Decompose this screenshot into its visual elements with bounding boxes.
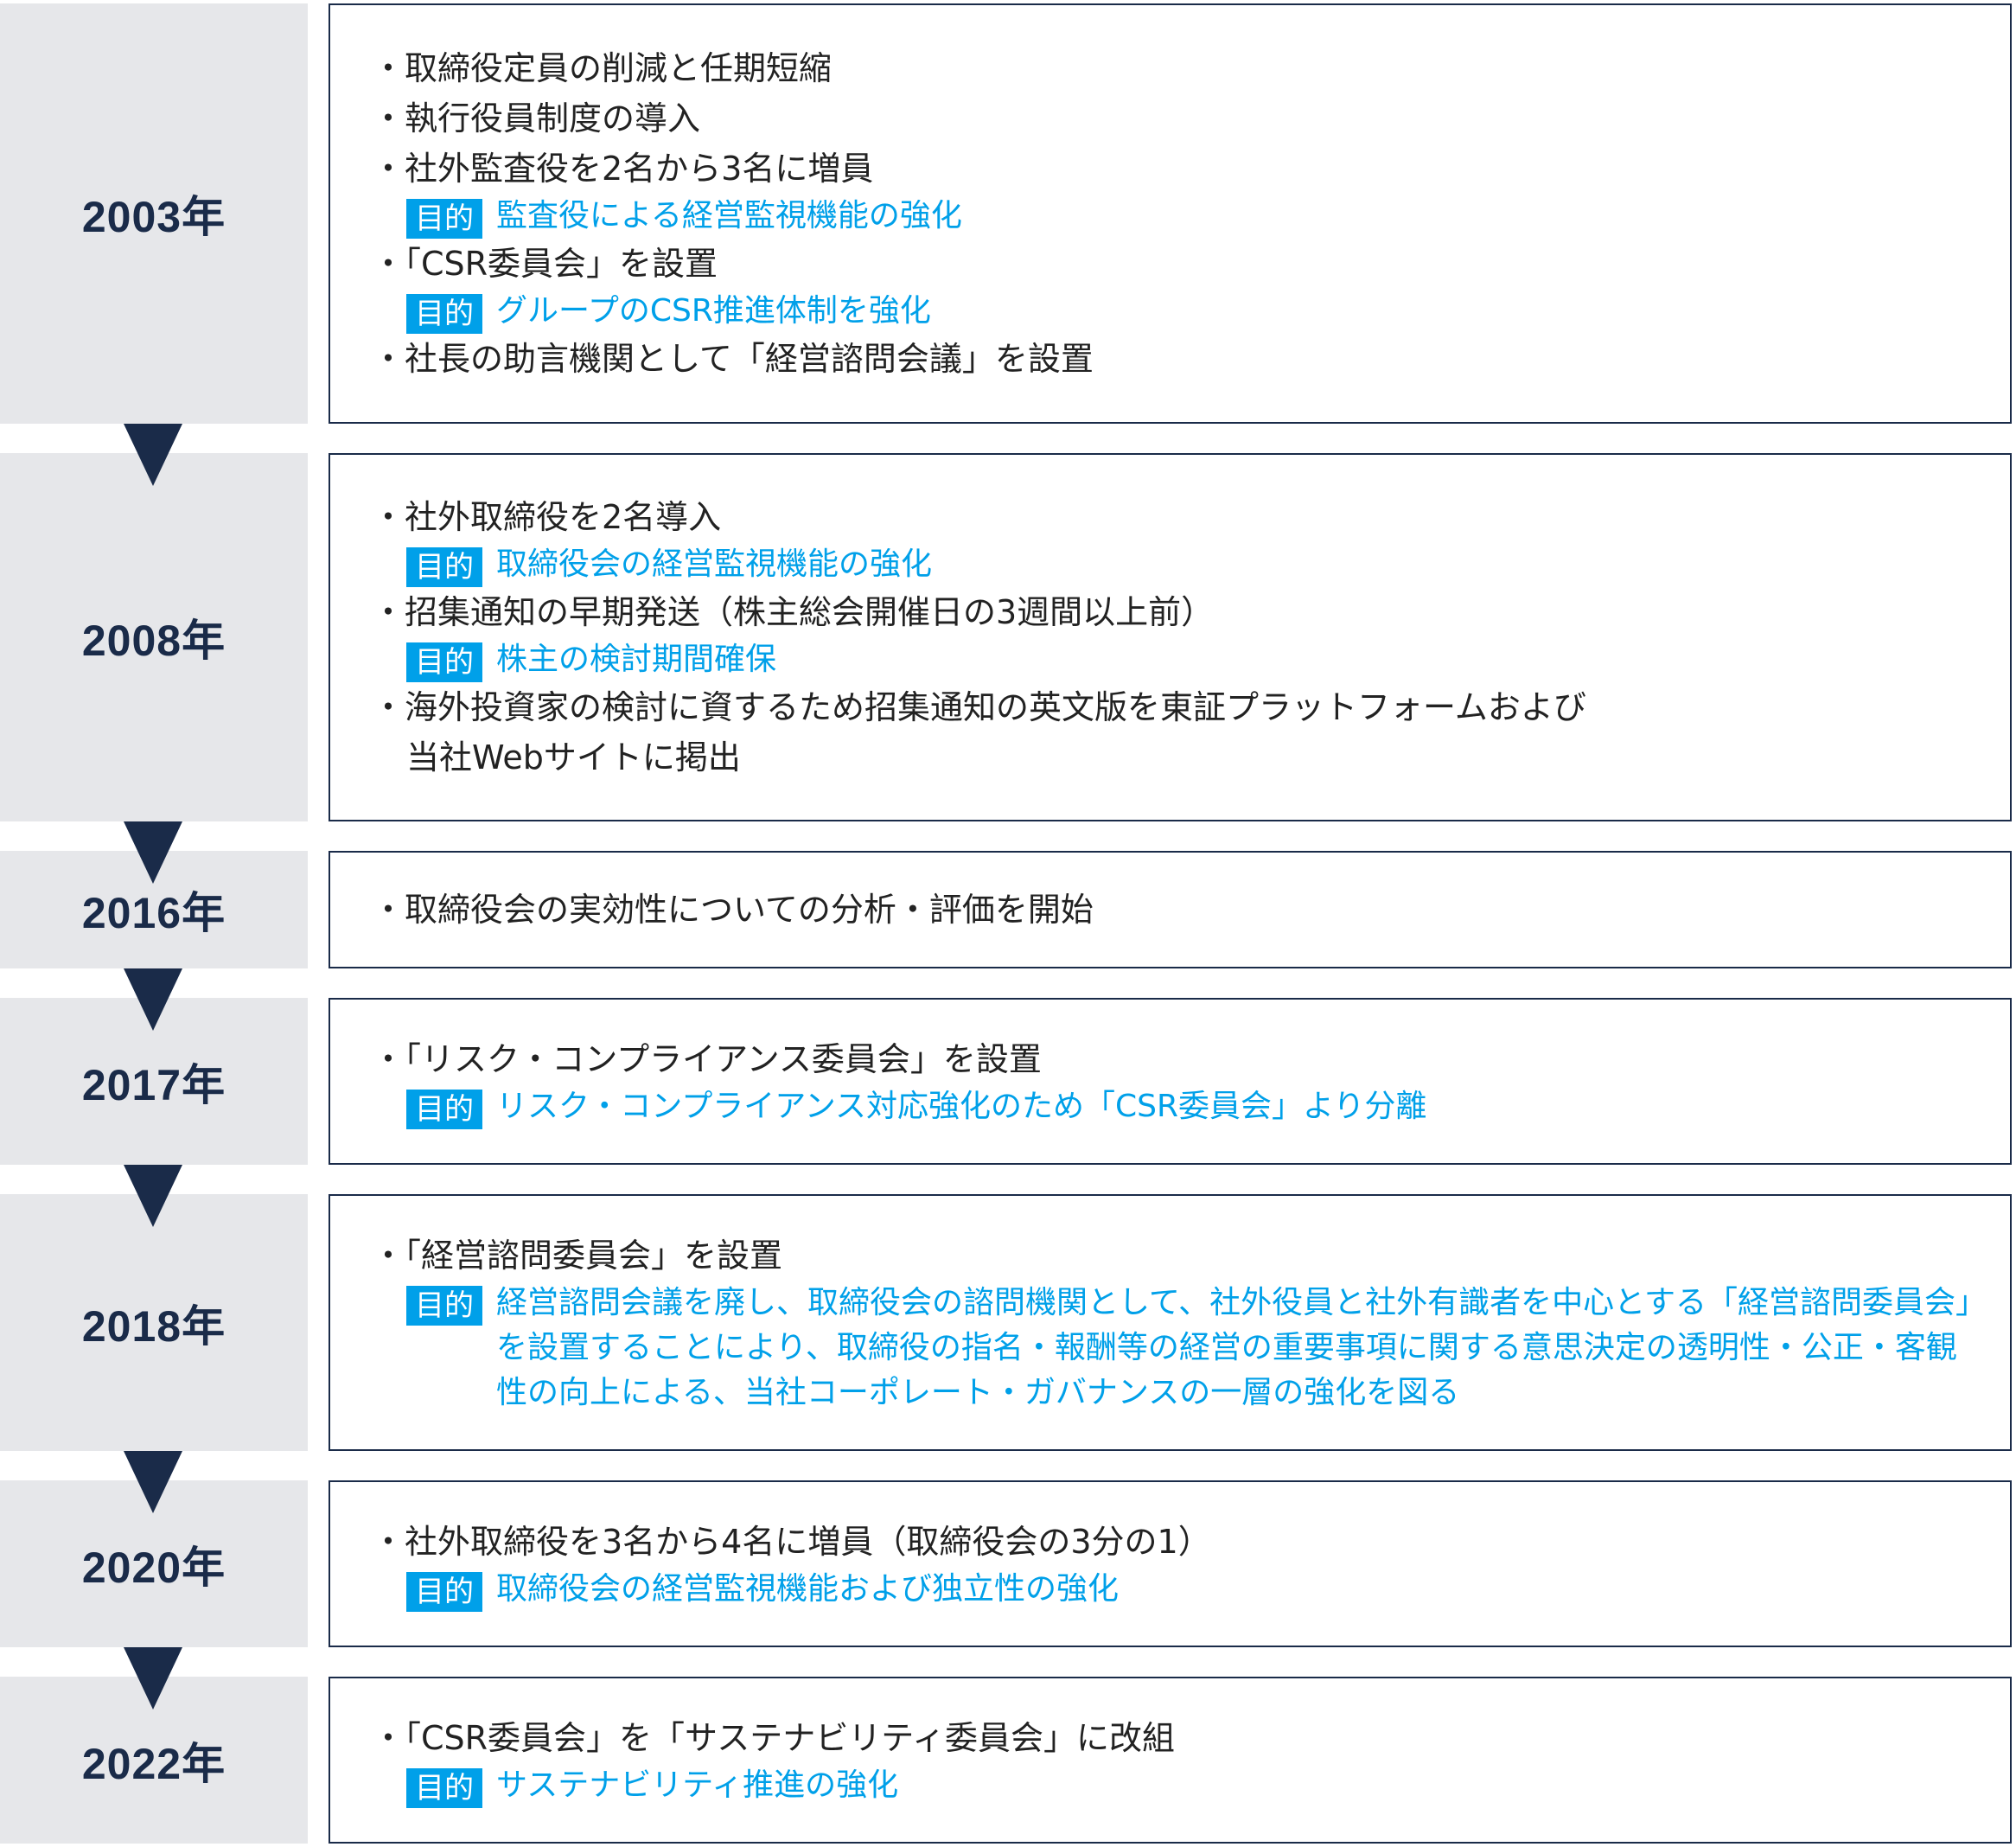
event-item: ・取締役定員の削減と任期短縮: [372, 49, 833, 87]
timeline-row: 2016年 ・取締役会の実効性についての分析・評価を開始: [0, 851, 2016, 968]
purpose-tag: 目的: [406, 1767, 482, 1808]
purpose-note: 目的取締役会の経営監視機能の強化: [372, 542, 1975, 587]
down-arrow-icon: [124, 1647, 182, 1710]
purpose-text: リスク・コンプライアンス対応強化のため「CSR委員会」より分離: [496, 1088, 1427, 1124]
down-arrow-icon: [124, 968, 182, 1031]
event-item: ・社外取締役を2名導入: [372, 498, 722, 536]
event-item: ・社外取締役を3名から4名に増員（取締役会の3分の1）: [372, 1522, 1211, 1561]
purpose-tag: 目的: [406, 1285, 482, 1326]
event-box: ・社外取締役を3名から4名に増員（取締役会の3分の1） 目的取締役会の経営監視機能…: [329, 1480, 2012, 1647]
down-arrow-icon: [124, 424, 182, 486]
event-item: ・社長の助言機関として「経営諮問会議」を設置: [372, 340, 1094, 378]
purpose-text: 監査役による経営監視機能の強化: [496, 198, 962, 233]
purpose-text: 取締役会の経営監視機能の強化: [496, 546, 933, 582]
event-list: ・社外取締役を3名から4名に増員（取締役会の3分の1） 目的取締役会の経営監視機能…: [372, 1482, 1975, 1646]
year-label: 2016年: [81, 889, 226, 937]
purpose-text: グループのCSR推進体制を強化: [496, 293, 931, 329]
event-item: ・執行役員制度の導入: [372, 99, 701, 137]
event-list: ・「経営諮問委員会」を設置目的経営諮問会議を廃し、取締役会の諮問機関として、社外…: [372, 1196, 1975, 1449]
year-label: 2003年: [81, 193, 226, 241]
purpose-note: 目的経営諮問会議を廃し、取締役会の諮問機関として、社外役員と社外有識者を中心とす…: [372, 1281, 1975, 1416]
down-arrow-icon: [124, 1451, 182, 1513]
purpose-text: 株主の検討期間確保: [496, 642, 777, 677]
purpose-tag: 目的: [406, 547, 482, 587]
down-arrow-icon: [124, 1165, 182, 1227]
purpose-tag: 目的: [406, 642, 482, 682]
purpose-tag: 目的: [406, 1089, 482, 1129]
purpose-text: 取締役会の経営監視機能および独立性の強化: [496, 1570, 1120, 1607]
event-item: ・海外投資家の検討に資するため招集通知の英文版を東証プラットフォームおよび: [372, 688, 1586, 726]
event-list: ・「リスク・コンプライアンス委員会」を設置目的リスク・コンプライアンス対応強化の…: [372, 1000, 1975, 1163]
event-item: ・取締役会の実効性についての分析・評価を開始: [372, 891, 1094, 929]
year-label: 2017年: [81, 1060, 226, 1109]
purpose-tag: 目的: [406, 294, 482, 334]
event-box: ・「CSR委員会」を「サステナビリティ委員会」に改組目的サステナビリティ推進の強…: [329, 1677, 2012, 1844]
year-label: 2018年: [81, 1301, 226, 1351]
purpose-note: 目的株主の検討期間確保: [372, 637, 1975, 682]
purpose-note: 目的サステナビリティ推進の強化: [372, 1763, 1975, 1808]
year-cell: 2008年: [0, 453, 308, 821]
year-label: 2008年: [81, 617, 226, 665]
year-label: 2020年: [81, 1543, 226, 1592]
purpose-note: 目的取締役会の経営監視機能および独立性の強化: [372, 1567, 1975, 1612]
timeline-row: 2022年 ・「CSR委員会」を「サステナビリティ委員会」に改組目的サステナビリテ…: [0, 1677, 2016, 1844]
event-item: ・社外監査役を2名から3名に増員: [372, 150, 874, 188]
event-item: ・「CSR委員会」を設置: [372, 245, 718, 283]
event-list: ・取締役会の実効性についての分析・評価を開始: [372, 853, 1975, 967]
purpose-text: サステナビリティ推進の強化: [496, 1767, 899, 1803]
event-list: ・「CSR委員会」を「サステナビリティ委員会」に改組目的サステナビリティ推進の強…: [372, 1678, 1975, 1842]
down-arrow-icon: [124, 821, 182, 884]
event-box: ・社外取締役を2名導入目的取締役会の経営監視機能の強化・招集通知の早期発送（株主…: [329, 453, 2012, 821]
event-item: ・「CSR委員会」を「サステナビリティ委員会」に改組: [372, 1718, 1176, 1757]
timeline-row: 2008年・社外取締役を2名導入目的取締役会の経営監視機能の強化・招集通知の早期…: [0, 453, 2016, 821]
timeline-row: 2020年 ・社外取締役を3名から4名に増員（取締役会の3分の1） 目的取締役会の経…: [0, 1480, 2016, 1647]
event-list: ・社外取締役を2名導入目的取締役会の経営監視機能の強化・招集通知の早期発送（株主…: [372, 455, 1975, 820]
event-box: ・取締役定員の削減と任期短縮・執行役員制度の導入・社外監査役を2名から3名に増員…: [329, 3, 2012, 424]
timeline-row: 2018年 ・「経営諮問委員会」を設置目的経営諮問会議を廃し、取締役会の諮問機関と…: [0, 1194, 2016, 1451]
purpose-note: 目的リスク・コンプライアンス対応強化のため「CSR委員会」より分離: [372, 1084, 1975, 1129]
purpose-note: 目的グループのCSR推進体制を強化: [372, 289, 1975, 334]
event-box: ・「リスク・コンプライアンス委員会」を設置目的リスク・コンプライアンス対応強化の…: [329, 998, 2012, 1165]
event-item: ・招集通知の早期発送（株主総会開催日の3週間以上前）: [372, 593, 1215, 631]
event-box: ・「経営諮問委員会」を設置目的経営諮問会議を廃し、取締役会の諮問機関として、社外…: [329, 1194, 2012, 1451]
event-item-continuation: 当社Webサイトに掲出: [406, 738, 741, 777]
timeline-row: 2017年 ・「リスク・コンプライアンス委員会」を設置目的リスク・コンプライアンス…: [0, 998, 2016, 1165]
year-cell: 2018年: [0, 1194, 308, 1451]
purpose-note: 目的監査役による経営監視機能の強化: [372, 194, 1975, 239]
year-cell: 2003年: [0, 3, 308, 424]
event-list: ・取締役定員の削減と任期短縮・執行役員制度の導入・社外監査役を2名から3名に増員…: [372, 5, 1975, 422]
purpose-tag: 目的: [406, 199, 482, 239]
event-item: ・「経営諮問委員会」を設置: [372, 1236, 783, 1275]
event-item: ・「リスク・コンプライアンス委員会」を設置: [372, 1039, 1042, 1078]
purpose-tag: 目的: [406, 1571, 482, 1612]
purpose-text: 経営諮問会議を廃し、取締役会の諮問機関として、社外役員と社外有識者を中心とする「…: [496, 1284, 1972, 1410]
event-box: ・取締役会の実効性についての分析・評価を開始: [329, 851, 2012, 968]
timeline-row: 2003年 ・取締役定員の削減と任期短縮・執行役員制度の導入・社外監査役を2名から…: [0, 3, 2016, 424]
year-label: 2022年: [81, 1739, 226, 1788]
